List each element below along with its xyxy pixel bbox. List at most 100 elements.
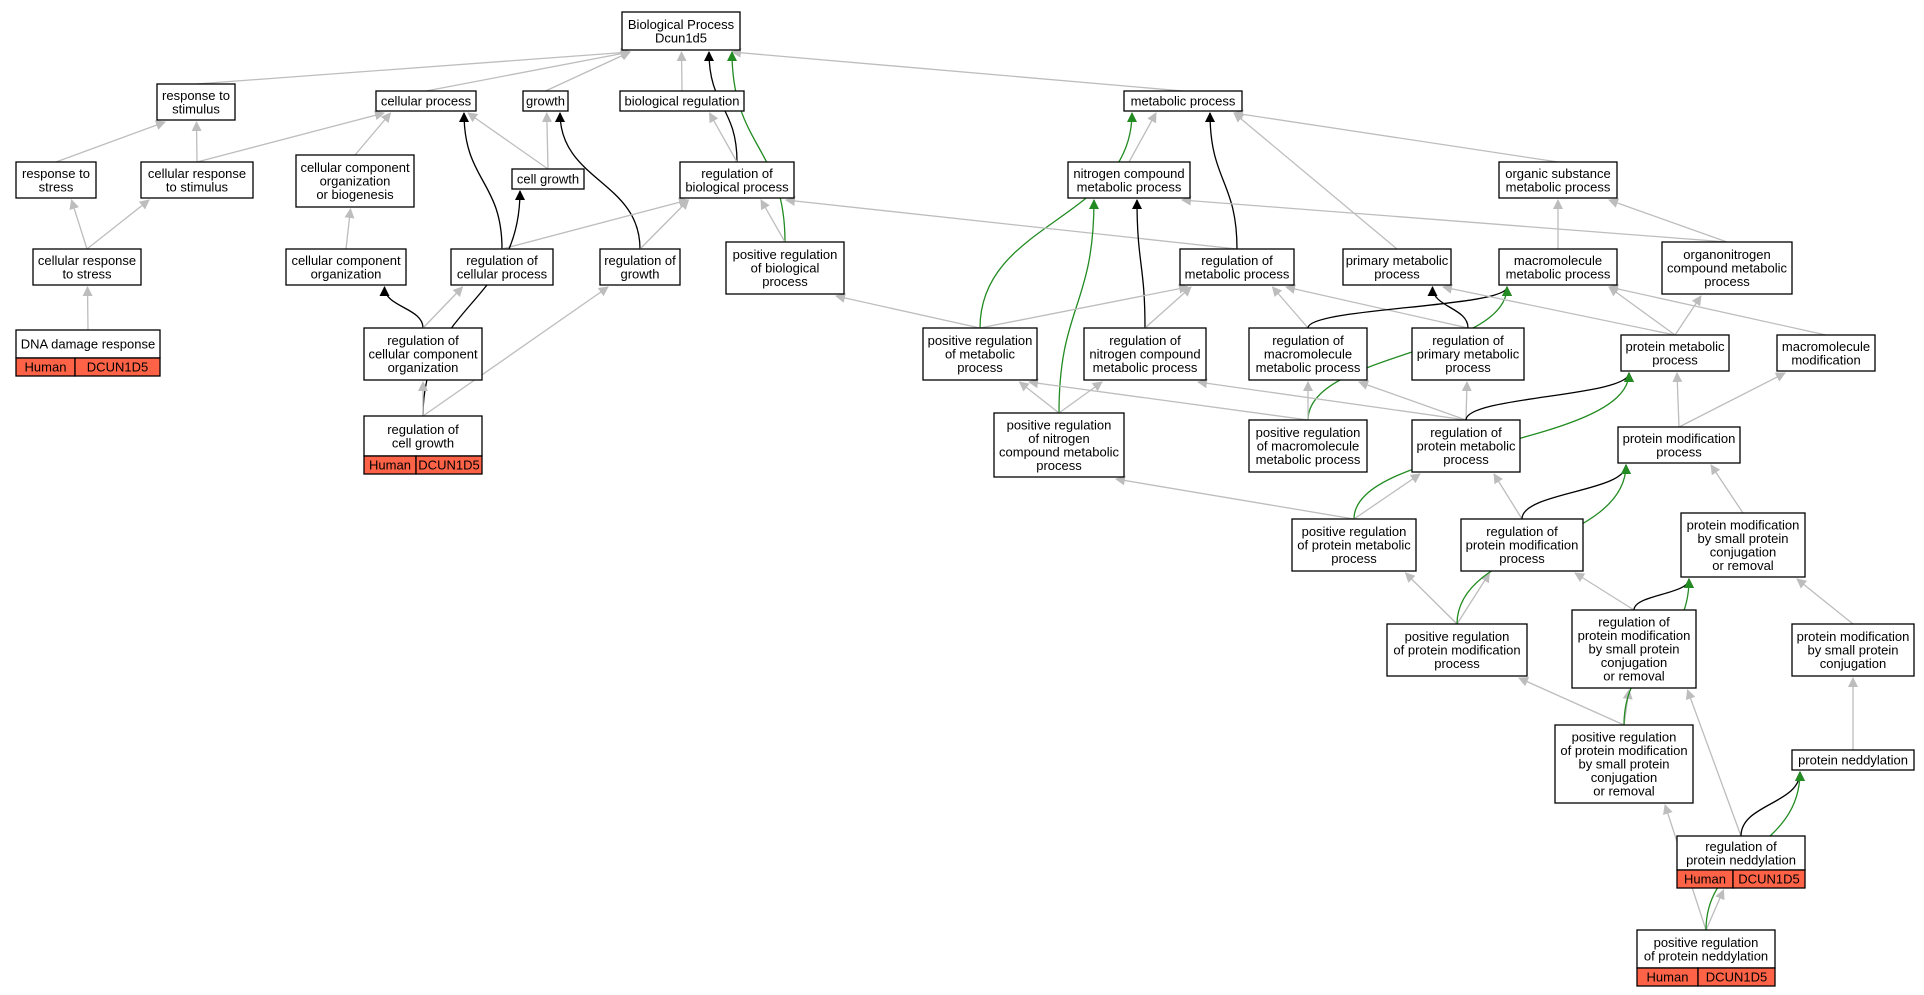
term-label-line: by small protein: [1578, 757, 1669, 772]
go-term-cp[interactable]: cellular process: [375, 90, 477, 112]
term-label-line: process: [1331, 551, 1377, 566]
term-label-line: protein metabolic: [1626, 339, 1725, 354]
edge-is-a-rmmp-to-rmp: [1271, 286, 1309, 329]
term-box: [1791, 749, 1915, 771]
gene-label: DCUN1D5: [1706, 970, 1767, 985]
term-label-line: cellular response: [148, 166, 246, 181]
edge-regulates-rpmsp-to-pmsp: [1633, 578, 1694, 611]
edge-regulates-rcco-to-cco: [379, 286, 424, 329]
term-label-line: metabolic process: [1256, 360, 1361, 375]
edge-positively-regulates-prncmp-to-ncmp: [1058, 199, 1099, 414]
term-label-line: process: [1374, 266, 1420, 281]
term-box: [1791, 623, 1915, 677]
term-label-line: biological regulation: [625, 94, 740, 109]
go-term-breg[interactable]: biological regulation: [619, 90, 745, 112]
term-label-line: biological process: [685, 179, 789, 194]
edge-is-a-mp-to-bp: [731, 47, 1184, 92]
go-term-pn[interactable]: protein neddylation: [1791, 749, 1915, 771]
edge-is-a-rpn-to-rpmsp: [1685, 689, 1742, 837]
edge-is-a-prprotmp-to-rprotmp: [1353, 473, 1421, 520]
term-label-line: by small protein: [1697, 531, 1788, 546]
edge-is-a-prpm-to-prprotmp: [1404, 572, 1458, 625]
term-label-line: process: [1434, 656, 1480, 671]
term-label-line: regulation of: [1705, 839, 1777, 854]
term-label-line: or removal: [1712, 558, 1774, 573]
term-box: [32, 248, 142, 286]
term-label-line: conjugation: [1601, 655, 1668, 670]
edge-is-a-prncmp-to-rncmp: [1058, 381, 1103, 414]
term-label-line: process: [1704, 274, 1750, 289]
term-label-line: organization: [388, 360, 459, 375]
term-label-line: of metabolic: [945, 347, 1016, 362]
gene-label: DCUN1D5: [87, 360, 148, 375]
term-box: [1248, 419, 1368, 473]
term-box: [285, 248, 407, 286]
go-term-cg[interactable]: cell growth: [511, 168, 585, 190]
term-label-line: cellular component: [291, 253, 401, 268]
term-label-line: macromolecule: [1264, 347, 1352, 362]
go-term-mp[interactable]: metabolic process: [1123, 90, 1243, 112]
term-label-line: organonitrogen: [1683, 247, 1770, 262]
term-box: [1776, 334, 1876, 372]
term-box: [1636, 929, 1776, 969]
term-label-line: stress: [39, 179, 74, 194]
edge-is-a-rpmp-to-rmp: [1285, 284, 1469, 329]
edge-is-a-gro-to-bp: [545, 51, 631, 92]
edge-is-a-crts-to-cp: [196, 110, 385, 163]
term-label-line: or removal: [1603, 669, 1665, 684]
term-box: [621, 11, 741, 51]
term-box: [1620, 334, 1730, 372]
term-label-line: response to: [22, 166, 90, 181]
term-label-line: of protein modification: [1560, 743, 1687, 758]
term-label-line: protein modification: [1623, 431, 1736, 446]
term-label-line: protein modification: [1797, 629, 1910, 644]
edge-is-a-rprotmp-to-rncmp: [1197, 378, 1467, 421]
term-label-line: regulation of: [1201, 253, 1273, 268]
term-box: [1498, 161, 1618, 199]
go-term-gro[interactable]: growth: [522, 90, 569, 112]
term-label-line: to stimulus: [166, 179, 229, 194]
term-label-line: process: [957, 360, 1003, 375]
term-label-line: conjugation: [1820, 656, 1887, 671]
edge-is-a-breg-to-bp: [676, 51, 687, 92]
